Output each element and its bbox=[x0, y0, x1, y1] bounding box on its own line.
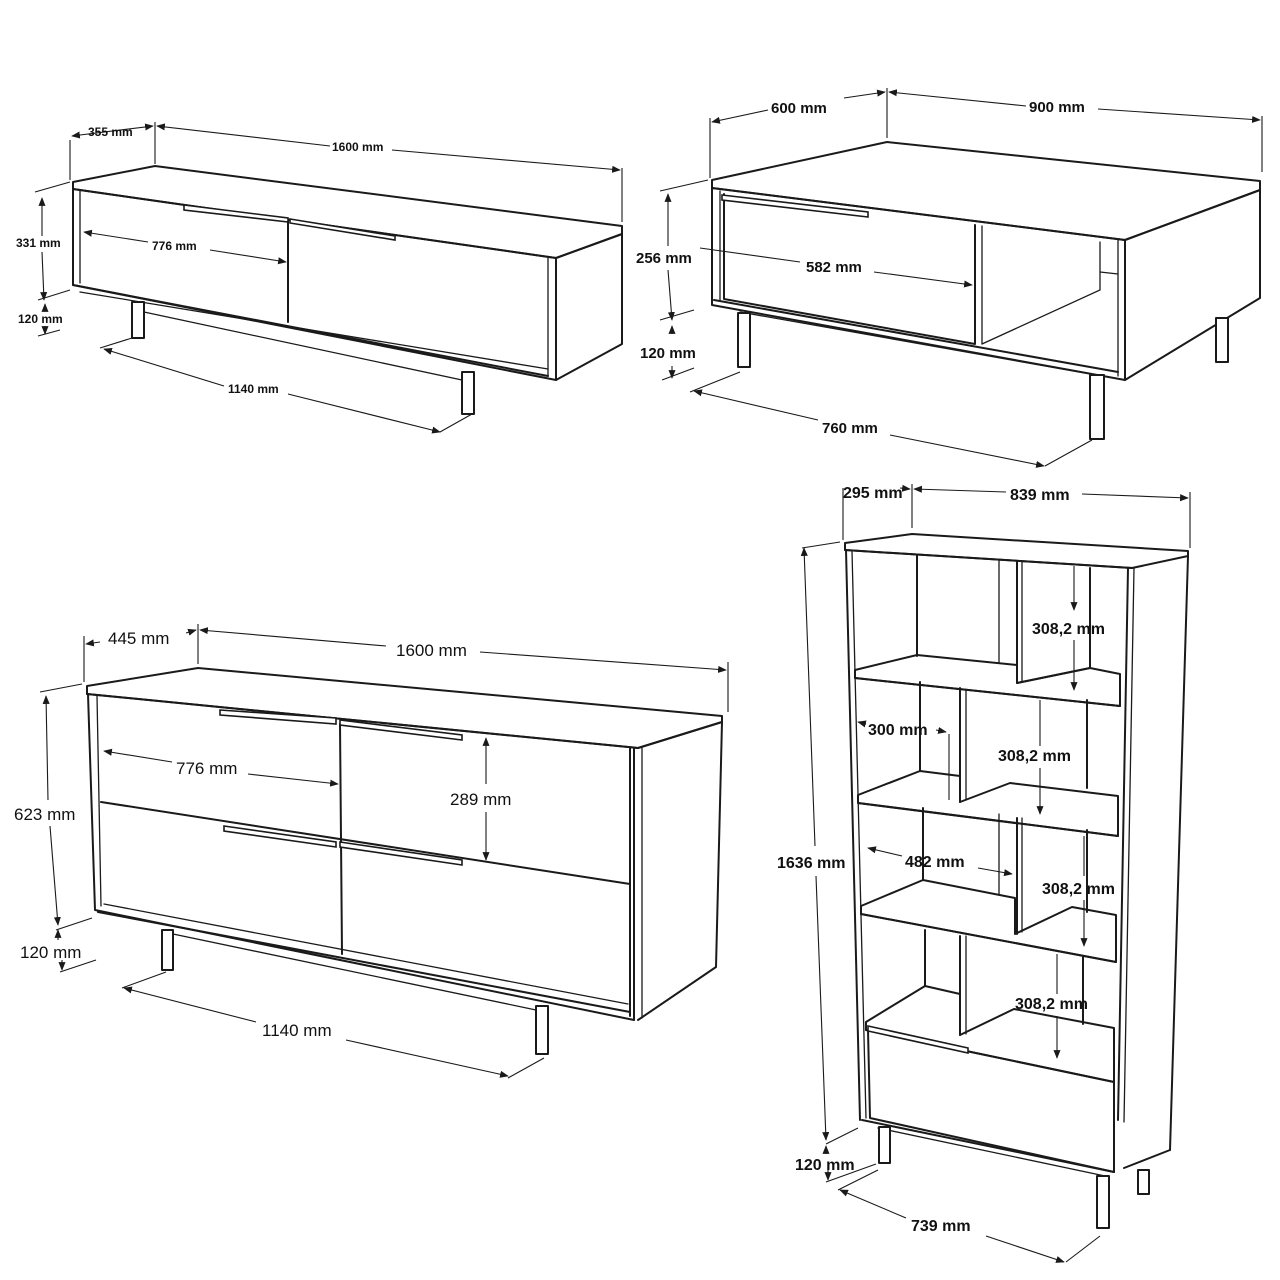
sideboard-leg-span-label: 1140 mm bbox=[262, 1021, 332, 1040]
bookcase-small-compartment-width-label: 300 mm bbox=[868, 722, 928, 739]
sideboard-drawer-width-label: 776 mm bbox=[176, 759, 237, 778]
sideboard-drawing: 445 mm 1600 mm 623 mm 120 mm 776 mm 289 … bbox=[14, 624, 729, 1079]
sideboard-height-label: 623 mm bbox=[14, 805, 75, 824]
coffee-table-width-label: 900 mm bbox=[1029, 99, 1085, 116]
sideboard-width-label: 1600 mm bbox=[396, 641, 467, 660]
bookcase-shelf-height-2-label: 308,2 mm bbox=[998, 748, 1071, 765]
tv-stand-door-width-label: 776 mm bbox=[152, 239, 197, 253]
bookcase-shelf-height-1-label: 308,2 mm bbox=[1032, 621, 1105, 638]
sideboard-depth-label: 445 mm bbox=[108, 629, 169, 648]
tv-stand-leg-height-label: 120 mm bbox=[18, 312, 63, 326]
sideboard-leg-height-label: 120 mm bbox=[20, 943, 81, 962]
bookcase-large-compartment-width-label: 482 mm bbox=[905, 854, 965, 871]
bookcase-depth-label: 295 mm bbox=[843, 485, 903, 502]
bookcase-shelf-height-3-label: 308,2 mm bbox=[1042, 881, 1115, 898]
tv-stand-drawing: 355 mm 1600 mm 331 mm 120 mm 776 mm 1140… bbox=[16, 122, 623, 434]
coffee-table-leg-height-label: 120 mm bbox=[640, 345, 696, 362]
coffee-table-leg-span-label: 760 mm bbox=[822, 420, 878, 437]
tv-stand-width-label: 1600 mm bbox=[332, 140, 383, 154]
coffee-table-height-label: 256 mm bbox=[636, 250, 692, 267]
coffee-table-drawing: 600 mm 900 mm 256 mm 120 mm 582 mm 760 m… bbox=[636, 88, 1263, 468]
bookcase-leg-span-label: 739 mm bbox=[911, 1218, 971, 1235]
bookcase-height-label: 1636 mm bbox=[777, 855, 846, 872]
coffee-table-drawer-width-label: 582 mm bbox=[806, 259, 862, 276]
bookcase-width-label: 839 mm bbox=[1010, 487, 1070, 504]
tv-stand-leg-span-label: 1140 mm bbox=[228, 382, 279, 396]
tv-stand-depth-label: 355 mm bbox=[88, 125, 133, 139]
tv-stand-height-label: 331 mm bbox=[16, 236, 61, 250]
bookcase-shelf-height-4-label: 308,2 mm bbox=[1015, 996, 1088, 1013]
bookcase-leg-height-label: 120 mm bbox=[795, 1157, 855, 1174]
sideboard-drawer-height-label: 289 mm bbox=[450, 790, 511, 809]
bookcase-drawing: 295 mm 839 mm 1636 mm 120 mm 308,2 mm 30… bbox=[777, 484, 1191, 1263]
coffee-table-depth-label: 600 mm bbox=[771, 100, 827, 117]
